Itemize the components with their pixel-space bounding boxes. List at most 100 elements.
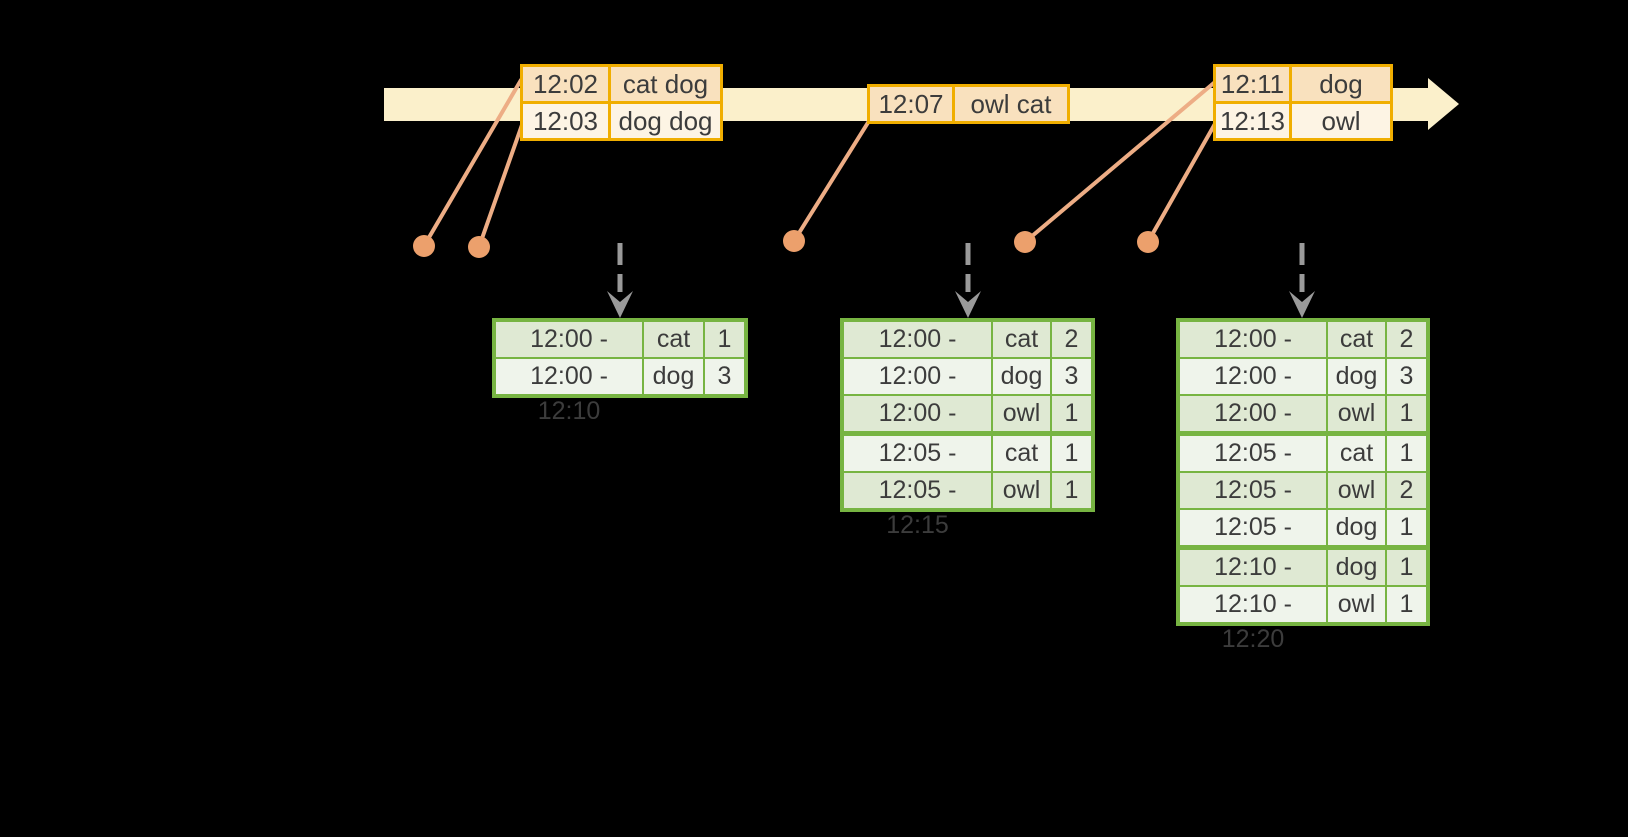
down-chevron-icon [955,291,981,318]
event-connector-lines [422,78,1218,249]
result-window-cell: 12:00 - 12:10 [496,322,642,388]
result-row: 12:05 - 12:15 owl 2 [1180,473,1426,539]
result-window-cell: 12:00 - 12:10 [844,396,991,462]
result-count-cell: 1 [705,322,744,357]
result-word-cell: cat [644,322,703,357]
event-dots [413,230,1159,258]
connector-line-1211 [1023,80,1217,244]
event-table-2: 12:07 owl cat [867,84,1070,124]
result-row: 12:05 - 12:15 cat 1 [1180,436,1426,502]
event-words-cell: owl [1292,104,1390,138]
event-table-1: 12:02 cat dog 12:03 dog dog [520,64,723,141]
event-time-cell: 12:07 [870,87,952,121]
event-words-cell: cat dog [611,67,720,101]
result-window-cell: 12:05 - 12:15 [1180,473,1326,539]
event-row: 12:11 dog [1216,67,1390,101]
result-window-cell: 12:00 - 12:10 [1180,359,1326,425]
event-table-3: 12:11 dog 12:13 owl [1213,64,1393,141]
result-count-cell: 2 [1052,322,1091,357]
result-count-cell: 1 [1387,587,1426,622]
result-row: 12:05 - 12:15 owl 1 [844,473,1091,539]
result-word-cell: cat [1328,436,1385,471]
result-window-cell: 12:10 - 12:20 [1180,587,1326,653]
result-window-cell: 12:00 - 12:10 [1180,396,1326,462]
result-count-cell: 1 [1387,396,1426,431]
event-dot-1207 [783,230,805,252]
result-count-cell: 2 [1387,322,1426,357]
result-word-cell: owl [1328,473,1385,508]
event-dot-1202 [413,235,435,257]
result-row: 12:10 - 12:20 owl 1 [1180,587,1426,653]
result-row: 12:00 - 12:10 dog 3 [844,359,1091,425]
timeline-arrowhead-icon [1428,78,1459,130]
result-row: 12:00 - 12:10 dog 3 [496,359,744,425]
result-word-cell: dog [1328,359,1385,394]
event-row: 12:03 dog dog [523,104,720,138]
event-row: 12:13 owl [1216,104,1390,138]
event-dot-1203 [468,236,490,258]
result-window-cell: 12:05 - 12:15 [1180,510,1326,576]
result-table-1: 12:00 - 12:10 cat 1 12:00 - 12:10 dog 3 [492,318,748,425]
result-window-cell: 12:10 - 12:20 [1180,550,1326,616]
result-word-cell: owl [1328,396,1385,431]
result-count-cell: 2 [1387,473,1426,508]
result-count-cell: 3 [1052,359,1091,394]
result-word-cell: cat [1328,322,1385,357]
result-word-cell: owl [993,396,1050,431]
result-table-3: 12:00 - 12:10 cat 2 12:00 - 12:10 dog 3 … [1176,318,1430,653]
result-table-2: 12:00 - 12:10 cat 2 12:00 - 12:10 dog 3 … [840,318,1095,539]
result-word-cell: cat [993,322,1050,357]
connector-line-1202 [422,78,523,248]
trigger-arrow-1 [607,243,633,318]
result-row: 12:10 - 12:20 dog 1 [1180,550,1426,616]
event-dot-1211 [1014,231,1036,253]
result-word-cell: owl [993,473,1050,508]
event-words-cell: dog dog [611,104,720,138]
result-count-cell: 1 [1387,436,1426,471]
event-words-cell: dog [1292,67,1390,101]
trigger-arrow-2 [955,243,981,318]
result-window-cell: 12:00 - 12:10 [844,359,991,425]
event-time-cell: 12:03 [523,104,608,138]
event-row: 12:07 owl cat [870,87,1067,121]
event-dot-1213 [1137,231,1159,253]
trigger-arrow-3 [1289,243,1315,318]
event-words-cell: owl cat [955,87,1067,121]
result-window-cell: 12:05 - 12:15 [844,473,991,539]
result-row: 12:05 - 12:15 dog 1 [1180,510,1426,576]
result-row: 12:05 - 12:15 cat 1 [844,436,1091,502]
result-count-cell: 1 [1387,510,1426,545]
result-count-cell: 1 [1052,473,1091,508]
result-word-cell: dog [644,359,703,394]
result-word-cell: dog [993,359,1050,394]
event-time-cell: 12:02 [523,67,608,101]
event-time-cell: 12:11 [1216,67,1289,101]
result-row: 12:00 - 12:10 dog 3 [1180,359,1426,425]
result-word-cell: dog [1328,510,1385,545]
result-word-cell: cat [993,436,1050,471]
connector-line-1203 [477,120,525,249]
down-chevron-icon [607,291,633,318]
event-row: 12:02 cat dog [523,67,720,101]
result-row: 12:00 - 12:10 cat 1 [496,322,744,388]
event-time-cell: 12:13 [1216,104,1289,138]
trigger-arrows [607,243,1315,318]
result-word-cell: dog [1328,550,1385,585]
result-count-cell: 1 [1052,436,1091,471]
connector-line-1213 [1146,120,1218,244]
result-count-cell: 1 [1052,396,1091,431]
result-window-cell: 12:05 - 12:15 [1180,436,1326,502]
result-count-cell: 3 [1387,359,1426,394]
connector-line-1207 [792,119,871,243]
result-window-cell: 12:00 - 12:10 [844,322,991,388]
result-window-cell: 12:00 - 12:10 [496,359,642,425]
result-count-cell: 1 [1387,550,1426,585]
result-row: 12:00 - 12:10 cat 2 [844,322,1091,388]
result-count-cell: 3 [705,359,744,394]
result-window-cell: 12:00 - 12:10 [1180,322,1326,388]
result-row: 12:00 - 12:10 owl 1 [844,396,1091,462]
result-row: 12:00 - 12:10 cat 2 [1180,322,1426,388]
result-word-cell: owl [1328,587,1385,622]
result-window-cell: 12:05 - 12:15 [844,436,991,502]
